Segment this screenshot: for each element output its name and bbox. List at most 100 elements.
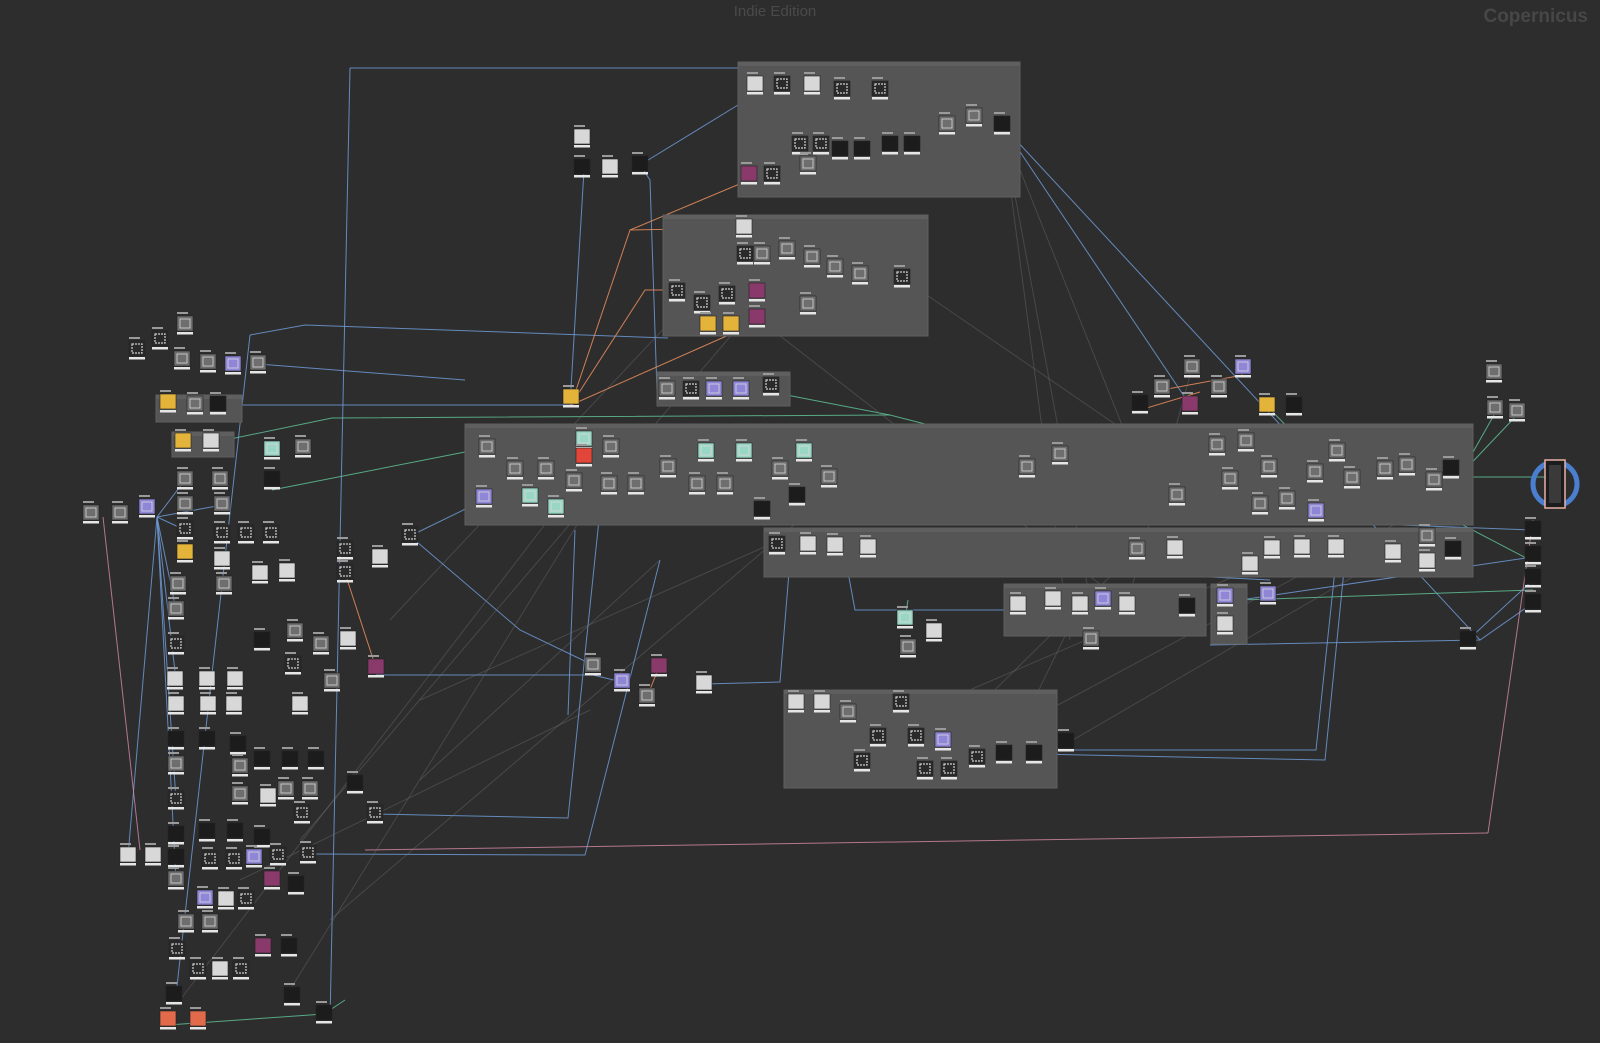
graph-node[interactable]: [699, 312, 717, 335]
graph-node[interactable]: [1260, 455, 1278, 478]
graph-node[interactable]: [668, 279, 686, 302]
graph-node[interactable]: [167, 692, 185, 715]
graph-node[interactable]: [119, 843, 137, 866]
graph-node[interactable]: [799, 532, 817, 555]
graph-node[interactable]: [650, 654, 668, 677]
graph-node[interactable]: [602, 435, 620, 458]
graph-node[interactable]: [202, 429, 220, 452]
graph-node[interactable]: [301, 777, 319, 800]
graph-node[interactable]: [1384, 540, 1402, 563]
graph-node[interactable]: [773, 72, 791, 95]
graph-node[interactable]: [173, 347, 191, 370]
graph-node[interactable]: [280, 934, 298, 957]
graph-node[interactable]: [732, 377, 750, 400]
graph-node[interactable]: [1178, 594, 1196, 617]
graph-node[interactable]: [167, 845, 185, 868]
graph-node[interactable]: [1234, 355, 1252, 378]
graph-node[interactable]: [748, 305, 766, 328]
graph-node[interactable]: [506, 457, 524, 480]
graph-node[interactable]: [259, 784, 277, 807]
graph-node[interactable]: [211, 467, 229, 490]
graph-node[interactable]: [763, 162, 781, 185]
graph-node[interactable]: [565, 469, 583, 492]
graph-node[interactable]: [812, 132, 830, 155]
graph-node[interactable]: [907, 724, 925, 747]
graph-node[interactable]: [1131, 391, 1149, 414]
graph-node[interactable]: [659, 455, 677, 478]
graph-node[interactable]: [209, 392, 227, 415]
graph-node[interactable]: [740, 162, 758, 185]
graph-node[interactable]: [1327, 535, 1345, 558]
graph-node[interactable]: [189, 1007, 207, 1030]
graph-node[interactable]: [198, 727, 216, 750]
graph-node[interactable]: [366, 801, 384, 824]
graph-node[interactable]: [478, 435, 496, 458]
graph-node[interactable]: [803, 72, 821, 95]
graph-node[interactable]: [1071, 592, 1089, 615]
graph-node[interactable]: [1183, 355, 1201, 378]
graph-node[interactable]: [1258, 393, 1276, 416]
graph-node[interactable]: [286, 619, 304, 642]
graph-node[interactable]: [573, 155, 591, 178]
graph-node[interactable]: [367, 655, 385, 678]
graph-node[interactable]: [253, 628, 271, 651]
graph-node[interactable]: [159, 1007, 177, 1030]
graph-node[interactable]: [1485, 360, 1503, 383]
graph-node[interactable]: [263, 867, 281, 890]
graph-node[interactable]: [174, 429, 192, 452]
graph-node[interactable]: [226, 819, 244, 842]
graph-node[interactable]: [925, 619, 943, 642]
graph-node[interactable]: [851, 262, 869, 285]
graph-node[interactable]: [881, 132, 899, 155]
graph-node[interactable]: [1168, 483, 1186, 506]
graph-node[interactable]: [869, 724, 887, 747]
graph-node[interactable]: [312, 632, 330, 655]
graph-node[interactable]: [688, 472, 706, 495]
graph-node[interactable]: [762, 373, 780, 396]
network-box-header[interactable]: [663, 215, 928, 219]
graph-node[interactable]: [859, 535, 877, 558]
graph-node[interactable]: [521, 484, 539, 507]
graph-node[interactable]: [1398, 453, 1416, 476]
graph-node[interactable]: [871, 77, 889, 100]
graph-node[interactable]: [803, 245, 821, 268]
graph-node[interactable]: [575, 444, 593, 467]
graph-node[interactable]: [638, 684, 656, 707]
graph-node[interactable]: [1263, 536, 1281, 559]
graph-node[interactable]: [1153, 375, 1171, 398]
graph-node[interactable]: [1524, 517, 1542, 540]
graph-node[interactable]: [736, 242, 754, 265]
graph-node[interactable]: [176, 467, 194, 490]
graph-node[interactable]: [82, 501, 100, 524]
graph-node[interactable]: [217, 887, 235, 910]
output-node[interactable]: [1530, 459, 1580, 509]
graph-node[interactable]: [1524, 590, 1542, 613]
graph-node[interactable]: [281, 747, 299, 770]
network-box-box-main[interactable]: [464, 423, 1474, 526]
graph-node[interactable]: [225, 847, 243, 870]
graph-node[interactable]: [253, 825, 271, 848]
graph-node[interactable]: [336, 560, 354, 583]
graph-node[interactable]: [934, 728, 952, 751]
graph-node[interactable]: [177, 910, 195, 933]
graph-node[interactable]: [601, 155, 619, 178]
graph-node[interactable]: [401, 523, 419, 546]
graph-node[interactable]: [176, 540, 194, 563]
graph-node[interactable]: [1524, 565, 1542, 588]
graph-node[interactable]: [718, 282, 736, 305]
graph-node[interactable]: [176, 492, 194, 515]
graph-node[interactable]: [199, 350, 217, 373]
graph-node[interactable]: [1293, 535, 1311, 558]
graph-node[interactable]: [229, 732, 247, 755]
graph-node[interactable]: [287, 872, 305, 895]
graph-node[interactable]: [167, 752, 185, 775]
graph-node[interactable]: [1376, 457, 1394, 480]
graph-node[interactable]: [1221, 467, 1239, 490]
graph-node[interactable]: [1018, 455, 1036, 478]
graph-node[interactable]: [307, 747, 325, 770]
graph-node[interactable]: [771, 457, 789, 480]
graph-node[interactable]: [938, 112, 956, 135]
graph-node[interactable]: [336, 537, 354, 560]
graph-node[interactable]: [253, 747, 271, 770]
graph-node[interactable]: [262, 521, 280, 544]
